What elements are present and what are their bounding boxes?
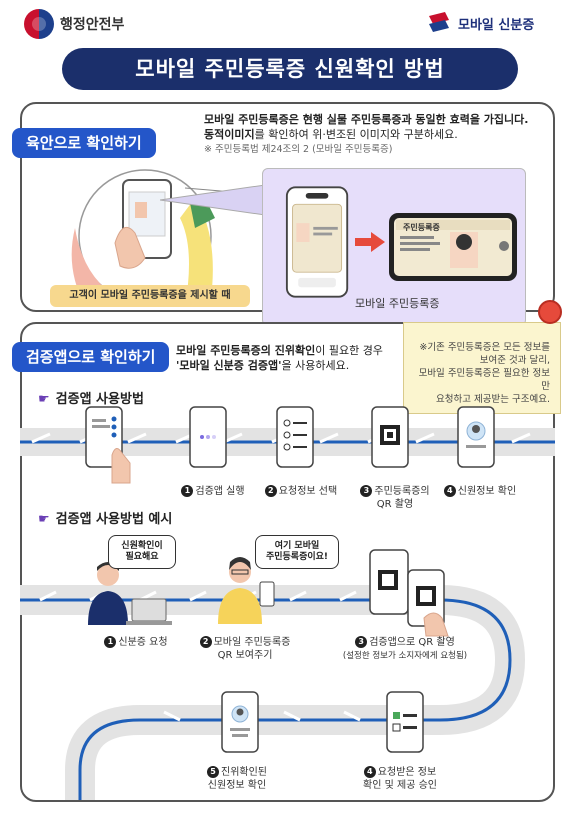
step2-phone-loading <box>189 406 227 468</box>
verify-app-intro: 모바일 주민등록증의 진위확인이 필요한 경우 '모바일 신분증 검증앱'을 사… <box>176 343 406 373</box>
speech-bubble-2: 여기 모바일 주민등록증이요! <box>255 535 339 569</box>
phone-with-id-illustration <box>285 186 349 298</box>
step-label-text: 검증앱 실행 <box>195 486 245 497</box>
visual-check-tag: 육안으로 확인하기 <box>12 128 156 158</box>
step3-phone-checklist <box>276 406 314 468</box>
step-label-text: 진위확인된 <box>221 767 267 778</box>
sticky-note: ※기존 주민등록증은 모든 정보를 보여준 것과 달리, 모바일 주민등록증은 … <box>403 322 561 414</box>
landscape-phone-illustration <box>389 213 517 281</box>
customer-illustration <box>218 557 275 624</box>
approval-phone <box>386 691 424 753</box>
verify-app-tag: 검증앱으로 확인하기 <box>12 342 170 372</box>
brand-name: 모바일 신분증 <box>458 18 535 33</box>
step-label-text: 모바일 주민등록증 <box>213 637 291 648</box>
sticky-line2: 보여준 것과 달리, <box>479 355 550 366</box>
verified-profile-phone <box>221 691 259 753</box>
bubble2-line2: 주민등록증이요! <box>265 552 329 562</box>
header: 행정안전부 모바일 신분증 <box>0 0 577 45</box>
intro-dynamic-image: 동적이미지 <box>204 128 255 141</box>
bubble1-line2: 필요해요 <box>125 552 159 562</box>
step-label-text2: 신원정보 확인 <box>207 780 267 791</box>
step4-phone-qr <box>371 406 409 468</box>
intro2-bold2: '모바일 신분증 검증앱' <box>176 359 282 372</box>
step-label-text2: QR 촬영 <box>376 499 414 510</box>
intro-line2-rest: 를 확인하여 위·변조된 이미지와 구분하세요. <box>254 128 458 141</box>
step-label-text2: (설정한 정보가 소지자에게 요청됨) <box>342 651 468 661</box>
visual-check-intro: 모바일 주민등록증은 현행 실물 주민등록증과 동일한 효력을 가집니다. 동적… <box>204 112 544 157</box>
example-road <box>20 585 526 800</box>
card-title: 주민등록증 <box>403 223 440 232</box>
step-label-text: 신원정보 확인 <box>457 486 517 497</box>
pointing-hand-icon: ☛ <box>38 392 50 407</box>
pointing-hand-icon: ☛ <box>38 512 50 527</box>
arrow-right-icon <box>355 232 385 252</box>
intro2-bold1: 모바일 주민등록증의 진위확인 <box>176 344 316 357</box>
page-title: 모바일 주민등록증 신원확인 방법 <box>62 48 518 90</box>
law-note: ※ 주민등록법 제24조의 2 (모바일 주민등록증) <box>204 144 393 155</box>
step-label-text: 요청정보 선택 <box>278 486 338 497</box>
step-num: 4 <box>363 766 376 778</box>
bubble2-line1: 여기 모바일 <box>274 541 320 551</box>
step-num: 2 <box>264 485 277 497</box>
step-num: 2 <box>199 636 212 648</box>
step-num: 5 <box>207 766 219 778</box>
speech-bubble-1: 신원확인이 필요해요 <box>108 535 176 569</box>
intro-line1: 모바일 주민등록증은 현행 실물 주민등록증과 동일한 효력을 가집니다. <box>204 113 529 126</box>
qr-scan-phones <box>369 549 449 637</box>
step-label-text: 주민등록증의 <box>374 486 430 497</box>
sticky-line1: ※기존 주민등록증은 모든 정보를 <box>419 342 550 353</box>
taegeuk-emblem-icon <box>24 9 54 39</box>
clerk-illustration <box>88 562 172 625</box>
mobile-id-logo-icon <box>429 12 449 32</box>
customer-presents-caption: 고객이 모바일 주민등록증을 제시할 때 <box>50 285 250 307</box>
usage-title-text: 검증앱 사용방법 <box>55 392 144 407</box>
intro2-rest2: 을 사용하세요. <box>281 359 350 372</box>
step-num: 3 <box>360 485 373 497</box>
step-label-text: 신분증 요청 <box>118 637 168 648</box>
mobile-id-label: 모바일 주민등록증 <box>355 297 440 310</box>
step-num: 3 <box>355 636 368 648</box>
pushpin-icon <box>538 300 562 324</box>
step-label-text2: QR 보여주기 <box>217 650 273 661</box>
example-title-text: 검증앱 사용방법 예시 <box>55 512 173 527</box>
intro2-rest1: 이 필요한 경우 <box>315 344 383 357</box>
step1-phone-tap <box>85 406 131 484</box>
sticky-line3: 모바일 주민등록증은 필요한 정보만 <box>418 368 550 392</box>
step-num: 4 <box>443 485 456 497</box>
usage-title: ☛ 검증앱 사용방법 <box>38 388 144 407</box>
sticky-line4: 요청하고 제공받는 구조예요. <box>436 394 550 405</box>
step5-phone-profile <box>457 406 495 468</box>
bubble1-line1: 신원확인이 <box>121 541 163 551</box>
step-num: 1 <box>181 485 194 497</box>
example-title: ☛ 검증앱 사용방법 예시 <box>38 508 172 527</box>
step-label-text2: 확인 및 제공 승인 <box>363 780 437 791</box>
step-num: 1 <box>104 636 117 648</box>
org-name: 행정안전부 <box>60 17 125 33</box>
hand-holding-phone-illustration <box>71 169 245 306</box>
step-label-text: 요청받은 정보 <box>377 767 437 778</box>
step-label-text: 검증앱으로 QR 촬영 <box>369 637 455 648</box>
